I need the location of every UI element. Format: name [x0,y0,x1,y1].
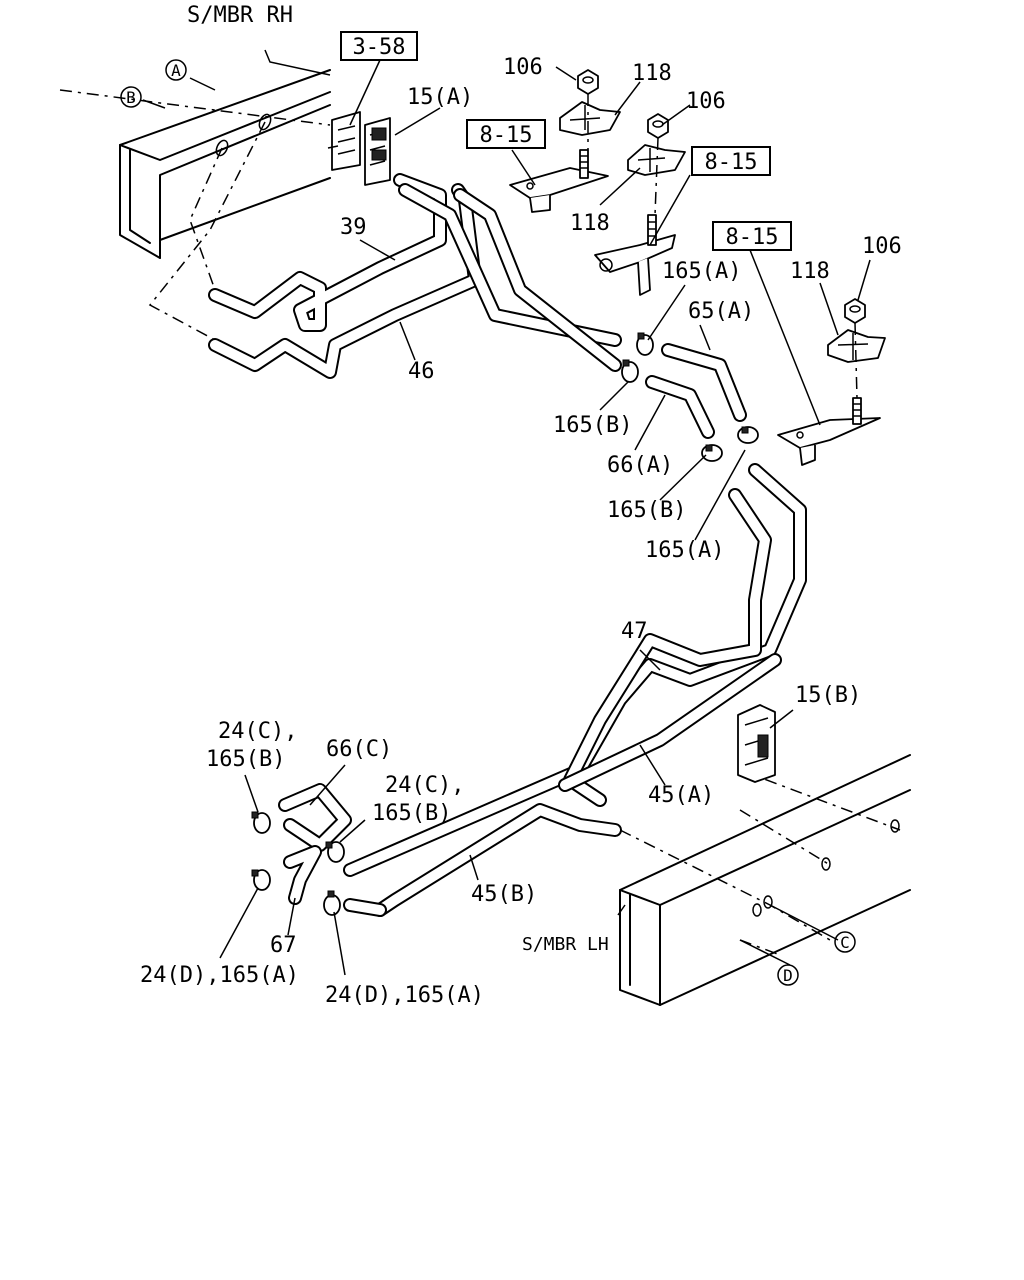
frame-member-rh [59,69,331,341]
callout-118-b: 118 [570,211,610,236]
pipe-clip-15a [327,111,391,186]
svg-text:8-15: 8-15 [705,150,758,175]
ref-box-3-58: 3-58 [340,31,418,61]
hose-upper-a [398,183,622,347]
callout-24c-2a: 24(C), [385,773,464,798]
hose-clamp-165b-low [701,444,723,462]
hose-45a [558,653,782,792]
ref-box-8-15-a: 8-15 [466,119,546,149]
svg-text:B: B [126,88,136,107]
callout-65a: 65(A) [688,299,754,324]
callout-165a-top: 165(A) [662,259,741,284]
callout-165a-low: 165(A) [645,538,724,563]
frame-member-lh [619,754,911,1006]
callout-66c: 66(C) [326,737,392,762]
frame-label-lh: S/MBR LH [522,934,609,955]
hose-clamp-24d-1 [251,869,271,891]
circle-ref-b: B [120,86,142,108]
hose-39 [208,173,447,332]
callout-24c-1a: 24(C), [218,719,297,744]
hose-clamp-165a-top [636,332,654,356]
hose-clamp-165a-low [737,426,759,444]
hose-66a [645,375,715,439]
hose-clamp-24d-2 [323,890,341,916]
hose-46 [208,183,482,379]
hose-45b-low [343,898,387,917]
nut-106-b [647,113,669,139]
callout-45a: 45(A) [648,783,714,808]
bracket-1 [509,149,609,213]
hose-47-inner [563,488,772,807]
circle-ref-a: A [165,59,187,81]
callout-165b-mid: 165(B) [553,413,632,438]
svg-text:8-15: 8-15 [480,123,533,148]
callout-118-c: 118 [790,259,830,284]
callout-15b: 15(B) [795,683,861,708]
hose-clamp-24c-2 [325,841,345,863]
callout-165b-low: 165(B) [607,498,686,523]
hose-clamp-165b-mid [621,359,639,383]
hose-clamp-24c-1 [251,811,271,834]
callout-46: 46 [408,359,435,384]
hose-66c [278,783,352,852]
retainer-118-c [827,329,886,363]
svg-text:3-58: 3-58 [353,35,406,60]
callout-24c-2b: 165(B) [372,801,451,826]
svg-text:C: C [840,933,850,952]
callout-67: 67 [270,933,297,958]
callout-66a: 66(A) [607,453,673,478]
ref-box-8-15-c: 8-15 [712,221,792,251]
callout-24c-1b: 165(B) [206,747,285,772]
callout-45b: 45(B) [471,882,537,907]
ref-box-8-15-b: 8-15 [691,146,771,176]
callout-15a: 15(A) [407,85,473,110]
nut-106-c [844,298,866,324]
hose-65a [661,343,747,422]
svg-text:D: D [783,966,793,985]
frame-label-rh: S/MBR RH [187,3,293,28]
bracket-3 [777,397,881,466]
svg-text:A: A [171,61,181,80]
callout-106-b: 106 [686,89,726,114]
pipe-clip-15b [737,704,776,783]
hose-45b [373,803,622,917]
nut-106-a [577,69,599,95]
hose-67 [283,845,322,905]
circle-ref-d: D [777,964,799,986]
callout-24d-2: 24(D),165(A) [325,983,484,1008]
callout-39: 39 [340,215,367,240]
callout-106-a: 106 [503,55,543,80]
leader-lines [142,49,871,976]
hose-upper-b [453,188,622,372]
bracket-2 [594,214,676,296]
callout-24d-1: 24(D),165(A) [140,963,299,988]
callout-118-a: 118 [632,61,672,86]
retainer-118-b [627,144,686,176]
callout-106-c: 106 [862,234,902,259]
callout-47: 47 [621,619,648,644]
circle-ref-c: C [834,931,856,953]
svg-text:8-15: 8-15 [726,225,779,250]
retainer-118-a [559,101,621,136]
